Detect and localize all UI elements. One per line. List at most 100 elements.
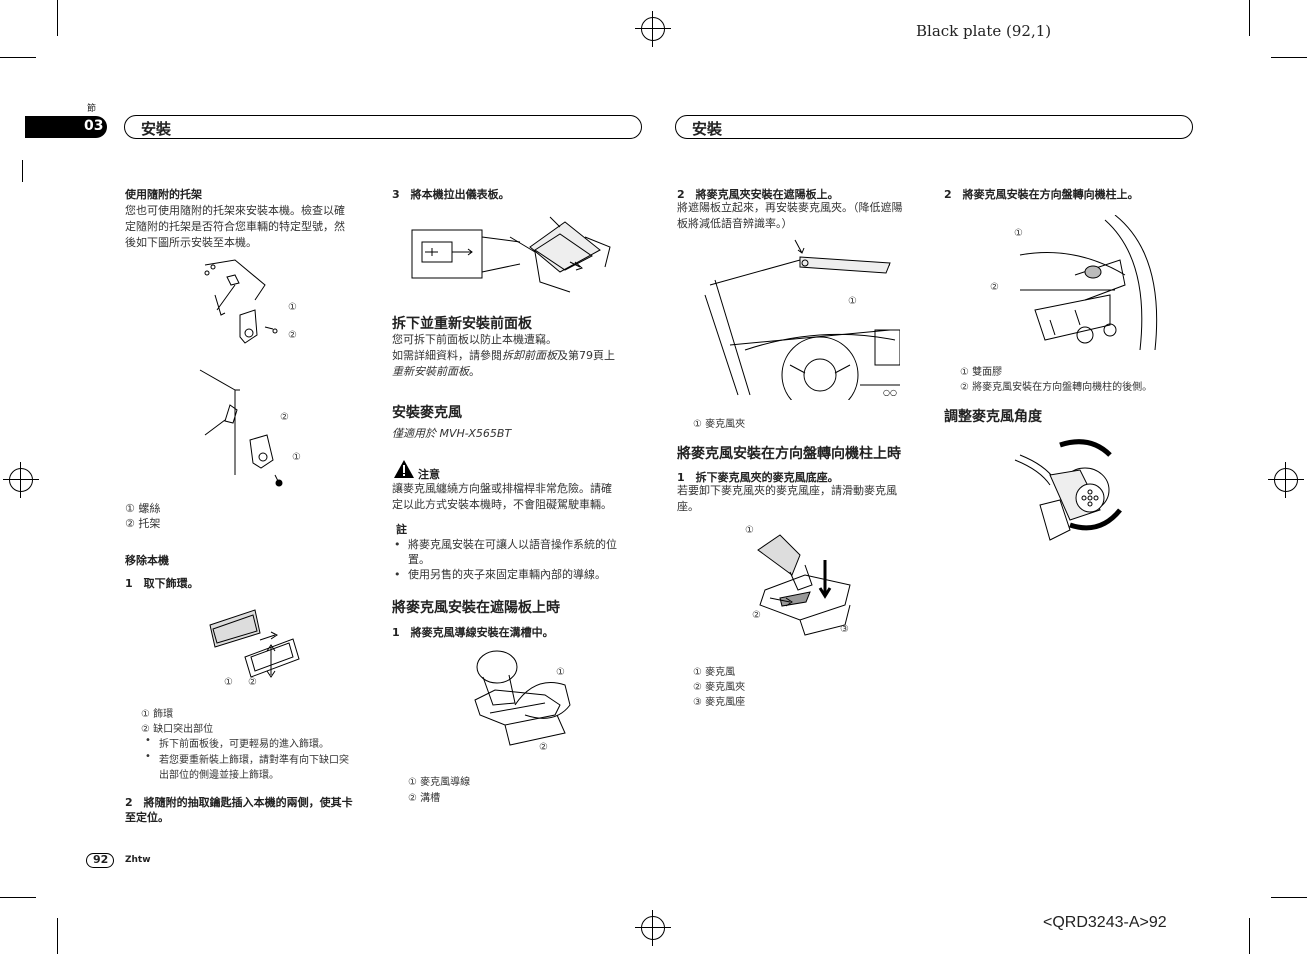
- chapter-tab: [25, 116, 107, 138]
- text-line: 您可拆下前面板以防止本機遭竊。: [392, 333, 557, 346]
- pull-unit-figure: [411, 216, 611, 293]
- text-line: 板將減低語音辨識率。）: [677, 217, 793, 230]
- paragraph: 將遮陽板立起來，再安裝麥克風夾。（降低遮陽 板將減低語音辨識率。）: [677, 200, 903, 232]
- callout: ②: [990, 282, 999, 293]
- section-title-right: 安裝: [675, 115, 1193, 139]
- link-text[interactable]: 重新安裝前面板: [392, 365, 469, 378]
- caption-base: ③ 麥克風座: [693, 697, 746, 708]
- callout: ①: [848, 296, 857, 307]
- text-line: 2 將隨附的抽取鑰匙插入本機的兩側，使其卡: [125, 796, 353, 809]
- caption-groove: ② 溝槽: [408, 793, 441, 804]
- callout: ②: [280, 412, 289, 423]
- warning-icon: [394, 460, 414, 478]
- callout: ②: [248, 677, 257, 688]
- crop-mark: [1271, 57, 1307, 58]
- language-code: Zhtw: [125, 855, 151, 865]
- caution-title: 注意: [418, 468, 440, 481]
- plate-label: Black plate (92,1): [916, 22, 1052, 40]
- callout: ②: [539, 742, 548, 753]
- mic-angle-figure: [1014, 439, 1122, 541]
- paragraph: 若要卸下麥克風夾的麥克風座，請滑動麥克風 座。: [677, 483, 897, 515]
- visor-clip-figure: ○○: [704, 239, 900, 400]
- crop-mark: [22, 160, 23, 182]
- mic-base-figure: [757, 534, 851, 636]
- crop-mark: [1249, 0, 1250, 36]
- step-insert-keys: 2 將隨附的抽取鑰匙插入本機的兩側，使其卡 至定位。: [125, 795, 353, 825]
- text-line: 如需詳細資料，請參閱拆卸前面板及第79頁上: [392, 348, 615, 364]
- crop-mark: [57, 918, 58, 954]
- bullet-continuation: 置。: [408, 553, 430, 566]
- bullet-item: 將麥克風安裝在可讓人以語音操作系統的位: [394, 537, 617, 553]
- chapter-label: 節: [87, 104, 97, 114]
- mic-cord-figure: [474, 650, 571, 746]
- callout: ①: [556, 667, 565, 678]
- callout: ②: [288, 330, 297, 341]
- bullet-item: 使用另售的夾子來固定車輛內部的導線。: [394, 567, 606, 583]
- crop-mark: [1249, 918, 1250, 954]
- registration-mark: [3, 462, 39, 498]
- step-clip-visor: 2 將麥克風夾安裝在遮陽板上。: [677, 188, 839, 201]
- callout: ①: [292, 452, 301, 463]
- heading-bracket: 使用隨附的托架: [125, 188, 202, 201]
- caption-bracket: ② 托架: [125, 517, 161, 530]
- section-title-left: 安裝: [124, 115, 642, 139]
- heading-mic-angle: 調整麥克風角度: [944, 409, 1042, 425]
- page-number: 92: [93, 853, 109, 866]
- text-span: 及第79頁上: [557, 349, 615, 362]
- crop-mark: [0, 897, 36, 898]
- registration-mark: [635, 910, 671, 946]
- caption-tape: ① 雙面膠: [960, 367, 1003, 378]
- text-line: 後如下圖所示安裝至本機。: [125, 236, 257, 249]
- callout: ②: [752, 610, 761, 621]
- heading-install-mic: 安裝麥克風: [392, 405, 462, 421]
- caption-screw: ① 螺絲: [125, 502, 161, 515]
- text-line: 定以此方式安裝本機時，不會阻礙駕駛車輛。: [392, 498, 612, 511]
- callout: ①: [288, 302, 297, 313]
- paragraph: 您也可使用隨附的托架來安裝本機。檢查以確 定隨附的托架是否符合您車輛的特定型號，…: [125, 203, 345, 251]
- bullet-item: 拆下前面板後，可更輕易的進入飾環。: [145, 735, 329, 750]
- steering-column-figure: [1019, 215, 1158, 350]
- document-code: <QRD3243-A>92: [1043, 914, 1167, 931]
- callout: ③: [840, 624, 849, 635]
- text-line: 座。: [677, 500, 699, 513]
- crop-mark: [0, 57, 36, 58]
- text-line: 讓麥克風纏繞方向盤或排檔桿非常危險。請確: [392, 482, 612, 495]
- registration-mark: [1268, 462, 1304, 498]
- step-mount-column: 2 將麥克風安裝在方向盤轉向機柱上。: [944, 188, 1139, 201]
- text-line: 至定位。: [125, 811, 169, 824]
- step-remove-base: 1 拆下麥克風夾的麥克風底座。: [677, 471, 839, 484]
- text-line: 您也可使用隨附的托架來安裝本機。檢查以確: [125, 204, 345, 217]
- chapter-number: 03: [84, 118, 104, 134]
- svg-text:○○: ○○: [883, 388, 897, 397]
- bullet-item: 若您要重新裝上飾環，請對準有向下缺口突: [145, 751, 349, 766]
- step-remove-ring: 1 取下飾環。: [125, 577, 199, 590]
- section-title-text: 安裝: [692, 120, 723, 138]
- caption-notch: ② 缺口突出部位: [141, 724, 214, 735]
- text-line: 重新安裝前面板。: [392, 364, 615, 380]
- heading-steering-column: 將麥克風安裝在方向盤轉向機柱上時: [677, 446, 901, 462]
- page-number-badge: [86, 853, 114, 868]
- caution-text: 讓麥克風纏繞方向盤或排檔桿非常危險。請確 定以此方式安裝本機時，不會阻礙駕駛車輛…: [392, 481, 612, 513]
- link-text[interactable]: 拆卸前面板: [502, 349, 557, 362]
- step-pull-unit: 3 將本機拉出儀表板。: [392, 188, 510, 201]
- text-span: 。: [469, 365, 480, 378]
- callout: ①: [224, 677, 233, 688]
- model-note: 僅適用於 MVH-X565BT: [392, 427, 512, 440]
- crop-mark: [1271, 897, 1307, 898]
- text-line: 將遮陽板立起來，再安裝麥克風夾。（降低遮陽: [677, 201, 903, 214]
- bracket-figure-1: [204, 259, 278, 344]
- callout: ①: [745, 525, 754, 536]
- paragraph: 您可拆下前面板以防止本機遭竊。 如需詳細資料，請參閱拆卸前面板及第79頁上 重新…: [392, 332, 615, 380]
- registration-mark: [635, 11, 671, 47]
- trim-ring-figure: [209, 609, 300, 678]
- caption-clip: ② 麥克風夾: [693, 682, 746, 693]
- section-title-text: 安裝: [141, 120, 172, 138]
- caption-ring: ① 飾環: [141, 709, 174, 720]
- caption-mic: ① 麥克風: [693, 667, 736, 678]
- text-line: 若要卸下麥克風夾的麥克風座，請滑動麥克風: [677, 484, 897, 497]
- caption-mic-clip: ① 麥克風夾: [693, 419, 746, 430]
- heading-visor: 將麥克風安裝在遮陽板上時: [392, 600, 560, 616]
- step-visor-1: 1 將麥克風導線安裝在溝槽中。: [392, 626, 554, 639]
- heading-remove: 移除本機: [125, 554, 169, 567]
- caption-mic-cord: ① 麥克風導線: [408, 777, 471, 788]
